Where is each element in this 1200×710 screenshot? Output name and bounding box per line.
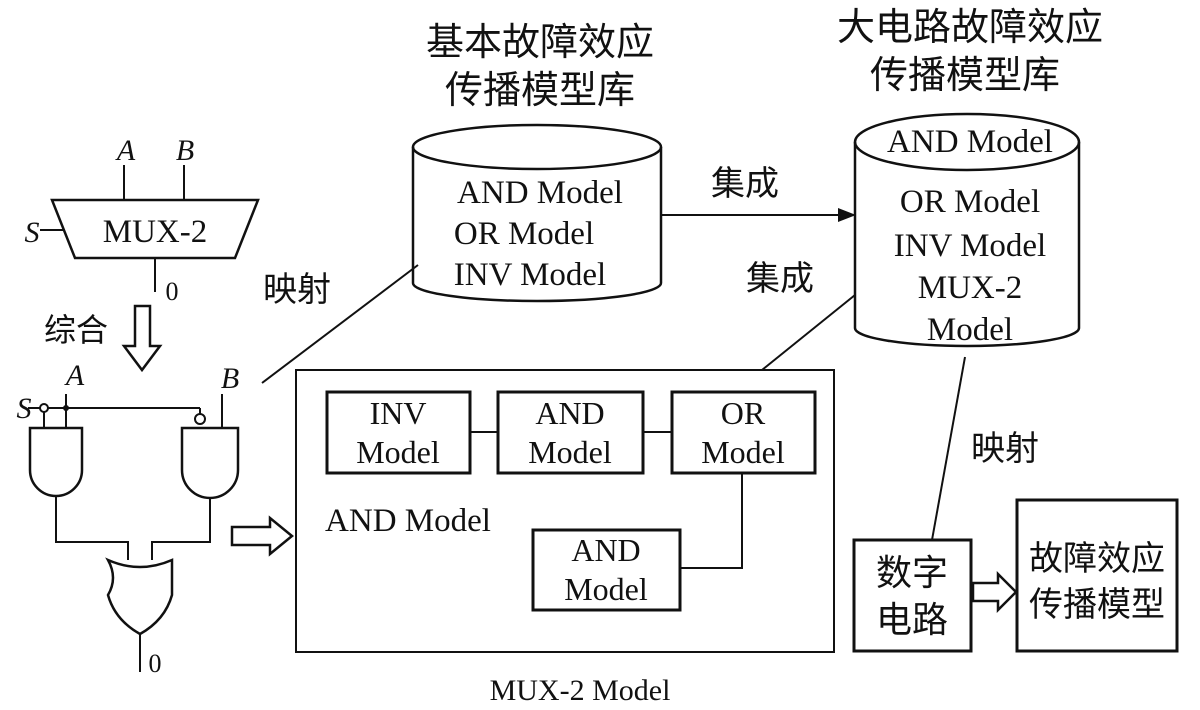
mux2-output-label: 0 bbox=[166, 277, 179, 306]
fault-model-line2: 传播模型 bbox=[1029, 585, 1165, 625]
synthesis-label: 综合 bbox=[44, 311, 108, 349]
or-gate bbox=[105, 557, 174, 636]
digital-circuit-box bbox=[852, 538, 973, 653]
inv-model-line2: Model bbox=[356, 434, 440, 470]
basic-library-title-line2: 传播模型库 bbox=[445, 68, 635, 112]
large-library-model-or: OR Model bbox=[900, 184, 1040, 220]
map-line-basic-to-gates bbox=[261, 264, 419, 384]
digital-circuit: 数字 电路 bbox=[852, 538, 973, 653]
gate-circuit: S A B 0 bbox=[17, 359, 240, 678]
basic-library-model-or: OR Model bbox=[454, 216, 594, 252]
large-library-model-mux2-suffix: Model bbox=[927, 312, 1013, 348]
mux-model-input-arrow bbox=[230, 515, 294, 557]
map-label-2: 映射 bbox=[971, 429, 1039, 469]
basic-library: 基本故障效应 传播模型库 AND Model OR Model INV Mode… bbox=[411, 20, 663, 303]
mux2-model: MUX-2 Model AND Model INV Model AND Mode… bbox=[295, 369, 835, 707]
or-model-line2: Model bbox=[701, 434, 785, 470]
mux2-select-label: S bbox=[25, 216, 40, 249]
select-junction-bubble bbox=[39, 403, 49, 413]
mux2-symbol: MUX-2 A B S 0 bbox=[25, 134, 260, 306]
synthesis-hollow-arrow bbox=[121, 304, 163, 373]
large-library-model-and: AND Model bbox=[887, 124, 1053, 160]
and-model-1-line2: Model bbox=[528, 434, 612, 470]
large-library-title-line2: 传播模型库 bbox=[870, 53, 1060, 97]
gate-output-label: 0 bbox=[149, 649, 162, 678]
digital-circuit-line1: 数字 bbox=[876, 553, 948, 594]
large-library-cylinder-top bbox=[853, 112, 1081, 172]
and-model-box-2 bbox=[531, 528, 682, 612]
integrate-arrow: 集成 bbox=[662, 164, 856, 222]
integrate-line-mux-model bbox=[761, 294, 856, 371]
integrate-label-1: 集成 bbox=[711, 164, 779, 204]
inverter-bubble bbox=[194, 413, 206, 425]
and-gate-2 bbox=[180, 426, 240, 500]
or-model-box bbox=[670, 390, 817, 475]
basic-library-cylinder-body bbox=[411, 147, 663, 303]
integrate-label-2: 集成 bbox=[746, 259, 814, 299]
large-library-model-inv: INV Model bbox=[894, 228, 1046, 264]
large-library-model-mux2: MUX-2 bbox=[918, 270, 1023, 306]
and-model-1-line1: AND bbox=[535, 395, 604, 431]
mux2-model-and-label: AND Model bbox=[325, 503, 491, 539]
basic-library-model-inv: INV Model bbox=[454, 257, 606, 293]
basic-library-cylinder-top bbox=[411, 123, 663, 171]
and1-to-or-wire bbox=[55, 496, 129, 560]
digital-circuit-line2: 电路 bbox=[876, 600, 948, 641]
or-to-and2-link bbox=[680, 473, 743, 569]
fault-model: 故障效应 传播模型 bbox=[1015, 498, 1179, 653]
input-a-junction-dot bbox=[63, 405, 69, 411]
mux2-label: MUX-2 bbox=[103, 214, 208, 250]
and-model-2-line2: Model bbox=[564, 571, 648, 607]
large-library-cylinder-body bbox=[853, 142, 1081, 348]
gate-select-label: S bbox=[17, 392, 32, 425]
and-model-2-line1: AND bbox=[571, 532, 640, 568]
mux2-input-b-label: B bbox=[176, 134, 194, 167]
large-library-title-line1: 大电路故障效应 bbox=[837, 5, 1103, 49]
fault-model-line1: 故障效应 bbox=[1029, 539, 1165, 579]
gate-input-b-label: B bbox=[221, 362, 239, 395]
fault-model-box bbox=[1015, 498, 1179, 653]
inv-model-line1: INV bbox=[370, 395, 427, 431]
map-line-large-to-digital bbox=[931, 356, 966, 541]
mux2-trapezoid bbox=[50, 198, 260, 260]
integrate-arrow-head bbox=[838, 208, 856, 222]
and-model-box-1 bbox=[496, 390, 645, 475]
mux2-model-caption: MUX-2 Model bbox=[490, 674, 671, 707]
digital-to-fault-arrow bbox=[971, 570, 1018, 614]
basic-library-title-line1: 基本故障效应 bbox=[426, 20, 654, 64]
inv-model-box bbox=[325, 390, 472, 475]
map-label-1: 映射 bbox=[263, 270, 331, 310]
or-model-line1: OR bbox=[721, 395, 766, 431]
synthesis-arrow: 综合 bbox=[44, 304, 163, 373]
and-gate-1 bbox=[28, 426, 84, 498]
large-library: 大电路故障效应 传播模型库 AND Model OR Model INV Mod… bbox=[837, 5, 1103, 348]
basic-library-model-and: AND Model bbox=[457, 175, 623, 211]
and2-to-or-wire bbox=[151, 498, 211, 560]
mux2-input-a-label: A bbox=[115, 134, 136, 167]
gate-input-a-label: A bbox=[64, 359, 85, 392]
